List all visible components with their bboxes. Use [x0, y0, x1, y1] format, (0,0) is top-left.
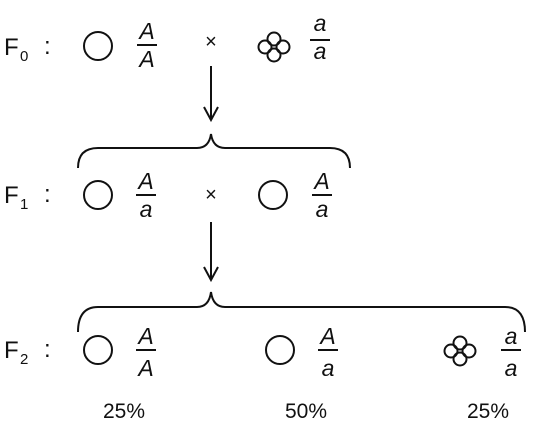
percentage-aa-hetero: 50% — [285, 400, 327, 423]
round-seed-icon — [83, 335, 113, 365]
svg-text:0: 0 — [20, 48, 28, 65]
genotype-f0-left: A A — [137, 18, 157, 72]
genotype-f2-mid: A a — [318, 323, 338, 381]
genotype-f2-right: a a — [501, 323, 521, 381]
svg-text:a: a — [140, 196, 153, 222]
arrow-f1-f2 — [203, 222, 219, 283]
svg-text::: : — [44, 33, 51, 60]
arrow-f0-f1 — [203, 66, 219, 123]
svg-text:F: F — [4, 34, 19, 61]
label-f1: F 1 : — [4, 181, 51, 213]
svg-text:A: A — [136, 323, 153, 349]
svg-text::: : — [44, 181, 51, 208]
svg-text:a: a — [314, 10, 327, 36]
svg-text:2: 2 — [20, 351, 28, 368]
label-f0: F 0 : — [4, 33, 51, 65]
genotype-f2-left: A A — [136, 323, 156, 381]
wrinkled-seed-icon — [443, 335, 477, 367]
genotype-f1-right: A a — [312, 168, 332, 222]
label-f2: F 2 : — [4, 336, 51, 368]
percentage-aa-recessive: 25% — [467, 400, 509, 423]
svg-text:a: a — [505, 323, 518, 349]
svg-text:A: A — [312, 168, 329, 194]
svg-text:A: A — [318, 323, 335, 349]
brace-f2 — [77, 291, 526, 333]
svg-text:A: A — [136, 168, 153, 194]
genotype-f0-right: a a — [310, 10, 330, 64]
svg-text:a: a — [316, 196, 329, 222]
svg-text:F: F — [4, 337, 19, 364]
svg-text:A: A — [136, 355, 153, 381]
svg-text:a: a — [505, 355, 518, 381]
svg-text::: : — [44, 336, 51, 363]
svg-text:A: A — [137, 46, 154, 72]
round-seed-icon — [265, 335, 295, 365]
wrinkled-seed-icon — [257, 31, 291, 63]
svg-text:A: A — [137, 18, 154, 44]
genotype-f1-left: A a — [136, 168, 156, 222]
cross-symbol: × — [205, 184, 217, 206]
cross-symbol: × — [205, 31, 217, 53]
round-seed-icon — [258, 180, 288, 210]
round-seed-icon — [83, 180, 113, 210]
brace-f1 — [77, 133, 351, 169]
svg-text:1: 1 — [20, 196, 28, 213]
svg-text:F: F — [4, 182, 19, 209]
svg-text:a: a — [322, 355, 335, 381]
round-seed-icon — [83, 31, 113, 61]
svg-text:a: a — [314, 38, 327, 64]
percentage-aa-dominant: 25% — [103, 400, 145, 423]
